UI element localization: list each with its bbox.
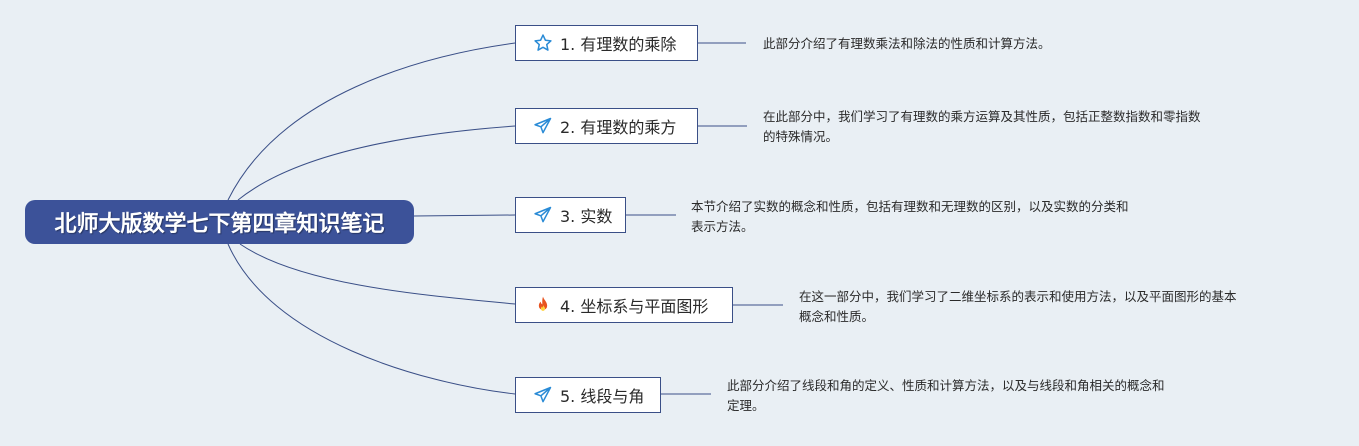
branch-node-2[interactable]: 2. 有理数的乘方: [515, 108, 698, 144]
branch-label-1: 1. 有理数的乘除: [560, 35, 677, 54]
connector-root-1: [227, 42, 516, 201]
branch-node-1[interactable]: 1. 有理数的乘除: [515, 25, 698, 61]
branch-description-1: 此部分介绍了有理数乘法和除法的性质和计算方法。: [763, 36, 1051, 51]
connector-root-2: [237, 125, 516, 201]
branch-label-4: 4. 坐标系与平面图形: [560, 297, 709, 316]
paper-plane-icon: [532, 115, 554, 137]
root-topic-title: 北师大版数学七下第四章知识笔记: [54, 212, 385, 237]
branch-label-5: 5. 线段与角: [560, 387, 645, 406]
branch-description-2: 在此部分中，我们学习了有理数的乘方运算及其性质，包括正整数指数和零指数 的特殊情…: [763, 109, 1201, 144]
branch-node-3[interactable]: 3. 实数: [515, 197, 626, 233]
branch-node-4[interactable]: 4. 坐标系与平面图形: [515, 287, 733, 323]
connector-root-5: [227, 243, 516, 395]
branch-node-5[interactable]: 5. 线段与角: [515, 377, 661, 413]
star-icon: [532, 32, 554, 54]
paper-plane-icon: [532, 204, 554, 226]
root-topic[interactable]: 北师大版数学七下第四章知识笔记: [25, 200, 414, 244]
branch-label-2: 2. 有理数的乘方: [560, 118, 677, 137]
connector-root-4: [239, 243, 516, 305]
branch-description-5: 此部分介绍了线段和角的定义、性质和计算方法，以及与线段和角相关的概念和 定理。: [727, 378, 1165, 413]
connector-root-3: [413, 214, 516, 217]
paper-plane-icon: [532, 384, 554, 406]
branch-description-4: 在这一部分中，我们学习了二维坐标系的表示和使用方法，以及平面图形的基本 概念和性…: [799, 289, 1237, 324]
fire-icon: [532, 294, 554, 316]
branch-description-3: 本节介绍了实数的概念和性质，包括有理数和无理数的区别，以及实数的分类和 表示方法…: [691, 199, 1129, 234]
branch-label-3: 3. 实数: [560, 207, 613, 226]
